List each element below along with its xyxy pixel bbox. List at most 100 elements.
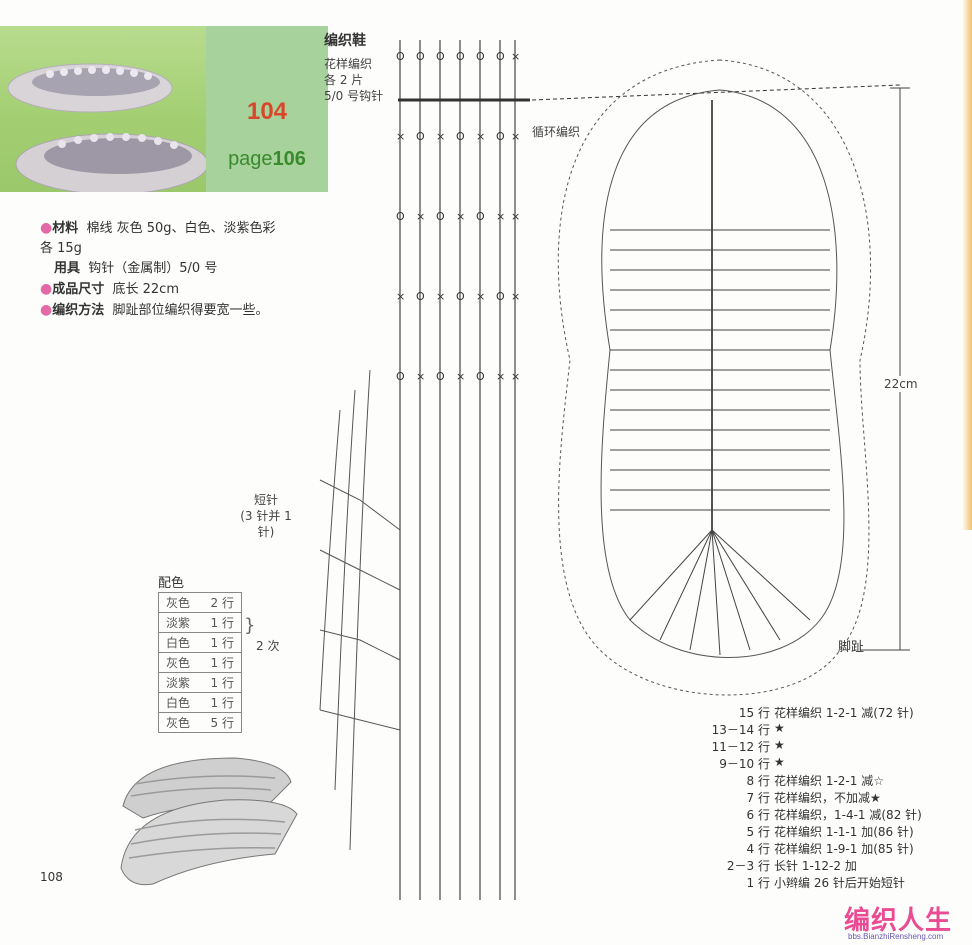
slipper-illustration xyxy=(120,757,298,886)
color-name: 淡紫 xyxy=(166,676,191,690)
svg-text:×: × xyxy=(511,290,520,303)
color-name: 白色 xyxy=(166,696,191,710)
row-instruction: 6 行花样编织，1-4-1 减(82 针) xyxy=(680,806,960,822)
svg-text:×: × xyxy=(496,210,505,223)
color-row: 灰色 1 行 xyxy=(158,652,242,673)
svg-text:×: × xyxy=(476,290,485,303)
color-row: 白色 1 行 xyxy=(158,692,242,713)
svg-text:×: × xyxy=(396,130,405,143)
row-number: 7 行 xyxy=(746,791,770,805)
svg-text:O: O xyxy=(416,290,425,303)
color-row: 白色 1 行 xyxy=(158,632,242,653)
row-description: 长针 1-12-2 加 xyxy=(774,859,857,873)
svg-text:O: O xyxy=(456,290,465,303)
svg-text:×: × xyxy=(396,290,405,303)
svg-text:×: × xyxy=(416,370,425,383)
row-number: 5 行 xyxy=(746,825,770,839)
row-description: 花样编织 1-1-1 加(86 针) xyxy=(774,825,914,839)
row-description: ★ xyxy=(774,738,785,752)
row-instruction: 13－14 行 ★ xyxy=(680,721,960,737)
materials-line-2: 各 15g xyxy=(40,241,82,256)
svg-text:O: O xyxy=(396,210,405,223)
repeat-label: 2 次 xyxy=(256,639,280,653)
color-row-count: 1 行 xyxy=(210,696,234,710)
svg-text:×: × xyxy=(476,130,485,143)
row-instruction: 4 行花样编织 1-9-1 加(85 针) xyxy=(680,840,960,856)
svg-text:×: × xyxy=(511,130,520,143)
svg-text:O: O xyxy=(436,210,445,223)
page-reference: page106 xyxy=(228,148,306,170)
short-stitch-label: 短针 (3 针并 1 针) xyxy=(240,493,292,539)
row-instruction: 1 行小辫编 26 针后开始短针 xyxy=(680,874,960,890)
svg-text:×: × xyxy=(436,130,445,143)
slipper-photo xyxy=(0,26,206,192)
svg-text:O: O xyxy=(496,50,505,63)
svg-text:O: O xyxy=(476,50,485,63)
row-number: 9－10 行 xyxy=(719,757,770,771)
svg-text:×: × xyxy=(456,370,465,383)
row-description: ★ xyxy=(774,721,785,735)
svg-text:O: O xyxy=(456,50,465,63)
color-name: 白色 xyxy=(166,636,191,650)
color-row-count: 1 行 xyxy=(210,676,234,690)
svg-text:×: × xyxy=(436,290,445,303)
row-number: 13－14 行 xyxy=(711,723,770,737)
color-row-count: 2 行 xyxy=(210,596,234,610)
color-row-count: 1 行 xyxy=(210,636,234,650)
row-number: 15 行 xyxy=(738,706,770,720)
row-description: ★ xyxy=(774,755,785,769)
color-row: 灰色 5 行 xyxy=(158,712,242,733)
color-row-count: 1 行 xyxy=(210,616,234,630)
watermark-brand: 编织人生 xyxy=(844,906,953,936)
svg-text:O: O xyxy=(496,290,505,303)
row-description: 花样编织 1-9-1 加(85 针) xyxy=(774,842,914,856)
row-instruction: 11－12 行★ xyxy=(680,738,960,754)
svg-text:O: O xyxy=(416,130,425,143)
svg-text:O: O xyxy=(396,370,405,383)
color-row: 淡紫 1 行 xyxy=(158,672,242,693)
row-description: 花样编织 1-2-1 减☆ xyxy=(774,774,884,788)
row-number: 4 行 xyxy=(746,842,770,856)
color-scheme-title: 配色 xyxy=(158,576,185,591)
row-instruction: 5 行花样编织 1-1-1 加(86 针) xyxy=(680,823,960,839)
color-row-count: 1 行 xyxy=(210,656,234,670)
page-edge xyxy=(962,0,972,530)
color-name: 灰色 xyxy=(166,656,191,670)
row-description: 花样编织，1-4-1 减(82 针) xyxy=(774,808,922,822)
pattern-badge: 104 page106 xyxy=(206,26,328,192)
svg-text:O: O xyxy=(476,370,485,383)
watermark: 编织人生 bbs.BianzhiRensheng.com xyxy=(820,898,970,944)
tools-line: 用具 钩针（金属制）5/0 号 xyxy=(54,261,218,276)
row-description: 花样编织，不加减★ xyxy=(774,791,881,805)
row-instruction: 2－3 行长针 1-12-2 加 xyxy=(680,857,960,873)
row-number: 2－3 行 xyxy=(726,859,770,873)
size-line: ●成品尺寸 底长 22cm xyxy=(40,281,179,297)
svg-text:×: × xyxy=(456,210,465,223)
loop-knit-label: 循环编织 xyxy=(532,125,581,139)
color-row: 灰色 2 行 xyxy=(158,592,242,613)
length-label: 22cm xyxy=(884,376,918,392)
svg-text:×: × xyxy=(511,370,520,383)
page-number: 108 xyxy=(40,870,63,884)
svg-text:×: × xyxy=(416,210,425,223)
svg-text:O: O xyxy=(436,50,445,63)
repeat-brace: } xyxy=(244,615,256,636)
color-name: 灰色 xyxy=(166,596,191,610)
svg-text:O: O xyxy=(396,50,405,63)
watermark-url: bbs.BianzhiRensheng.com xyxy=(848,932,944,941)
row-instruction: 8 行花样编织 1-2-1 减☆ xyxy=(680,772,960,788)
method-line: ●编织方法 脚趾部位编织得要宽一些。 xyxy=(40,302,269,318)
row-instruction: 7 行花样编织，不加减★ xyxy=(680,789,960,805)
row-number: 1 行 xyxy=(746,876,770,890)
toe-label: 脚趾 xyxy=(838,640,865,655)
pattern-subtitle: 花样编织 各 2 片 5/0 号钩针 xyxy=(324,57,384,103)
color-name: 灰色 xyxy=(166,716,191,730)
row-instruction: 15 行花样编织 1-2-1 减(72 针) xyxy=(680,704,960,720)
materials-block: ●材料 棉线 灰色 50g、白色、淡紫色彩 各 15g 用具 钩针（金属制）5/… xyxy=(40,218,320,321)
color-row-count: 5 行 xyxy=(210,716,234,730)
materials-line: ●材料 棉线 灰色 50g、白色、淡紫色彩 xyxy=(40,220,276,236)
row-number: 6 行 xyxy=(746,808,770,822)
